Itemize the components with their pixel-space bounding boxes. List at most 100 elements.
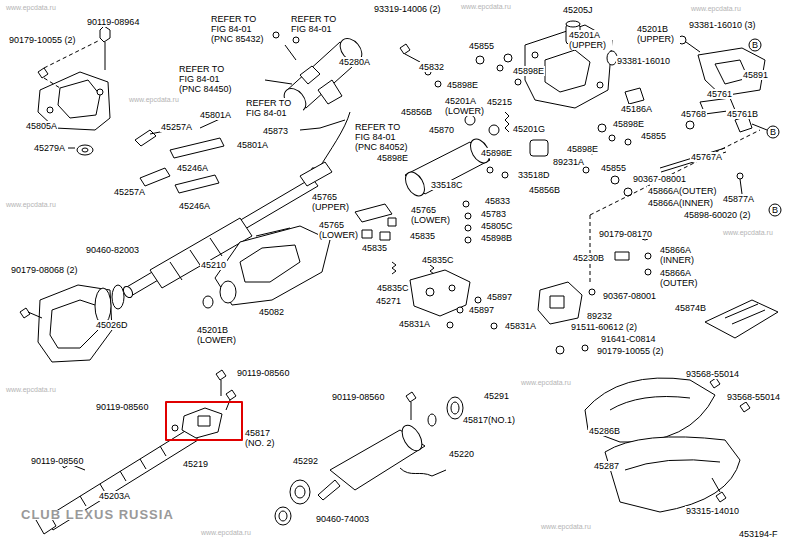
callout-number: 45817 (NO. 2) [244, 428, 278, 448]
callout-number: 45866A(INNER) [647, 198, 714, 208]
callout-number: 45768 [680, 109, 707, 119]
callout-number: 93381-16010 [616, 56, 671, 66]
callout-number: 91511-60612 (2) [570, 322, 638, 332]
callout-number: 45280A [338, 57, 371, 67]
callout-number: 45898B [480, 233, 513, 243]
reference-note: REFER TO FIG 84-01 [245, 98, 303, 118]
callout-number: 45026D [95, 320, 129, 330]
callout-number: 45205J [562, 5, 594, 15]
callout-number: 45891 [742, 70, 769, 80]
figure-code: 453194-F [738, 529, 779, 539]
callout-number: 45246A [178, 201, 211, 211]
callout-number: 45765 (LOWER) [318, 220, 360, 240]
watermark: www.epcdata.ru [520, 378, 572, 388]
callout-number: 90460-82003 [85, 245, 140, 255]
callout-number: 45835 [361, 243, 388, 253]
callout-number: 45201B (UPPER) [636, 24, 680, 44]
callout-number: 45215 [486, 97, 513, 107]
callout-number: 45765 (LOWER) [410, 205, 452, 225]
callout-number: 45856B [528, 185, 561, 195]
callout-number: 45246A [176, 163, 209, 173]
callout-number: 93568-55014 [726, 392, 781, 402]
callout-number: 90119-08560 [30, 456, 84, 466]
callout-number: 45817(NO.1) [462, 415, 516, 425]
callout-number: 45866A (INNER) [659, 245, 703, 265]
callout-number: 93319-14006 (2) [373, 4, 442, 14]
watermark: www.epcdata.ru [5, 3, 57, 13]
callout-number: 45805A [25, 121, 58, 131]
callout-number: 45761 [706, 89, 733, 99]
callout-number: 45201A (LOWER) [444, 96, 488, 116]
callout-number: 45855 [640, 131, 667, 141]
callout-number: 45855 [468, 41, 495, 51]
watermark: www.epcdata.ru [690, 4, 742, 14]
callout-number: 90367-08001 [602, 291, 657, 301]
callout-number: 45201B (LOWER) [196, 325, 240, 345]
callout-number: 45898E [512, 66, 545, 76]
callout-number: 45805C [480, 221, 514, 231]
callout-number: 45898E [480, 148, 513, 158]
reference-note: REFER TO FIG 84-01 (PNC 85432) [210, 14, 270, 44]
callout-number: 93568-55014 [685, 369, 740, 379]
watermark: www.epcdata.ru [128, 95, 180, 105]
watermark: www.epcdata.ru [5, 385, 57, 395]
callout-number: 45219 [182, 459, 209, 469]
callout-number: 89231A [552, 157, 585, 167]
circle-reference: B [750, 40, 760, 50]
watermark: www.epcdata.ru [200, 528, 252, 538]
callout-number: 91641-C0814 [600, 334, 657, 344]
callout-number: 90179-10055 (2) [8, 35, 77, 45]
reference-note: REFER TO FIG 84-01 (PNC 84450) [178, 64, 238, 94]
callout-number: 90367-08001 [632, 174, 687, 184]
callout-number: 45201A (UPPER) [568, 30, 612, 50]
callout-number: 90460-74003 [315, 514, 370, 524]
callout-number: 45898E [376, 153, 409, 163]
callout-number: 45767A [690, 152, 723, 162]
callout-number: 45856B [400, 107, 433, 117]
callout-number: 45761B [726, 109, 759, 119]
callout-number: 45783 [480, 209, 507, 219]
callout-number: 45291 [483, 391, 510, 401]
circle-reference: B [768, 127, 778, 137]
callout-number: 45877A [722, 194, 755, 204]
callout-number: 33518D [517, 170, 551, 180]
callout-number: 90179-10055 (2) [596, 346, 665, 356]
callout-number: 45801A [236, 140, 269, 150]
callout-number: 90119-08964 [86, 17, 140, 27]
callout-number: 45898E [446, 80, 479, 90]
callout-number: 45832 [418, 62, 445, 72]
callout-number: 45897 [486, 292, 513, 302]
reference-note: REFER TO FIG 84-01 (PNC 84052) [354, 122, 414, 152]
callout-number: 45873 [262, 126, 289, 136]
callout-number: 93315-14010 [685, 506, 740, 516]
callout-number: 33518C [430, 180, 464, 190]
logo-text: CLUB LEXUS RUSSIA [20, 510, 175, 520]
callout-number: 45874B [674, 303, 707, 313]
callout-number: 45897 [468, 305, 495, 315]
callout-number: 45292 [292, 456, 319, 466]
watermark: www.epcdata.ru [540, 522, 592, 532]
callout-number: 45279A [33, 143, 66, 153]
reference-note: REFER TO FIG 84-01 [290, 14, 348, 34]
callout-number: 45835C [376, 283, 410, 293]
callout-number: 45898-60020 (2) [683, 210, 752, 220]
callout-number: 45286B [588, 426, 621, 436]
callout-number: 45866A (OUTER) [659, 268, 703, 288]
callout-number: 90179-08068 (2) [10, 265, 79, 275]
callout-number: 45082 [258, 307, 285, 317]
callout-number: 45833 [484, 196, 511, 206]
callout-number: 45210 [200, 260, 227, 270]
watermark: www.epcdata.ru [5, 200, 57, 210]
callout-number: 45831A [504, 321, 537, 331]
callout-number: 90119-08560 [331, 392, 385, 402]
callout-number: 45201G [512, 124, 546, 134]
callout-number: 45898E [566, 144, 599, 154]
callout-number: 45870 [428, 125, 455, 135]
callout-number: 90119-08560 [236, 368, 290, 378]
callout-number: 89232 [586, 311, 613, 321]
callout-number: 45203A [98, 491, 131, 501]
callout-number: 45835C [421, 255, 455, 265]
callout-number: 45898E [612, 119, 645, 129]
